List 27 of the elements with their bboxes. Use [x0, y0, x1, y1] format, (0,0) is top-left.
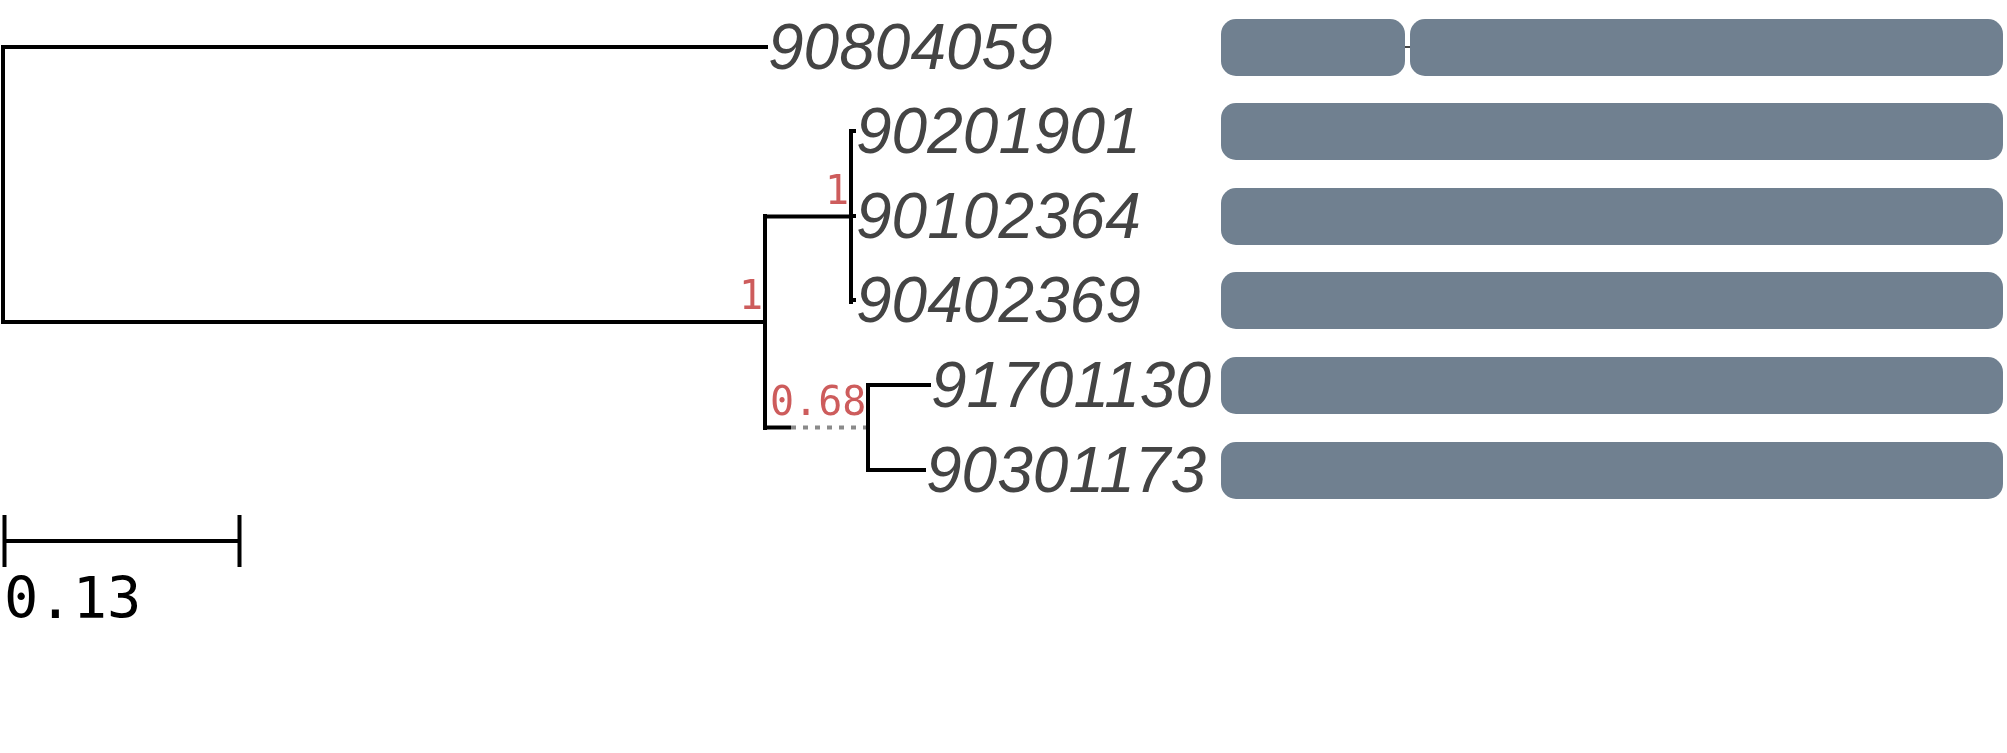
- tree-branch: [5, 320, 763, 324]
- tree-branch: [853, 214, 856, 218]
- tree-branch: [5, 45, 768, 49]
- linker-line: [1404, 46, 1411, 48]
- support-value: 1: [825, 169, 850, 210]
- tree-branch: [870, 468, 926, 472]
- tree-branch: [767, 214, 849, 219]
- protein-domain-bar: [1221, 102, 2003, 160]
- support-value: 0.68: [770, 380, 867, 421]
- protein-domain-bar: [1221, 356, 2003, 414]
- protein-domain-bar: [1410, 18, 2003, 76]
- support-value: 1: [739, 275, 764, 315]
- protein-domain-bar: [1221, 271, 2003, 329]
- tree-branch: [870, 383, 931, 387]
- taxon-label: 90804059: [768, 15, 1053, 79]
- tree-branch: [767, 425, 866, 430]
- tree-branch: [853, 298, 856, 302]
- protein-domain-bar: [1221, 441, 2003, 499]
- scale-label: 0.13: [4, 570, 142, 627]
- taxon-label: 90402369: [856, 268, 1141, 332]
- taxon-label: 91701130: [931, 353, 1211, 417]
- protein-domain-bar: [1221, 187, 2003, 245]
- taxon-label: 90201901: [856, 99, 1141, 163]
- taxon-label: 90102364: [856, 184, 1141, 248]
- tree-branch: [853, 129, 856, 133]
- taxon-label: 90301173: [926, 438, 1206, 502]
- protein-domain-bar: [1221, 18, 1405, 76]
